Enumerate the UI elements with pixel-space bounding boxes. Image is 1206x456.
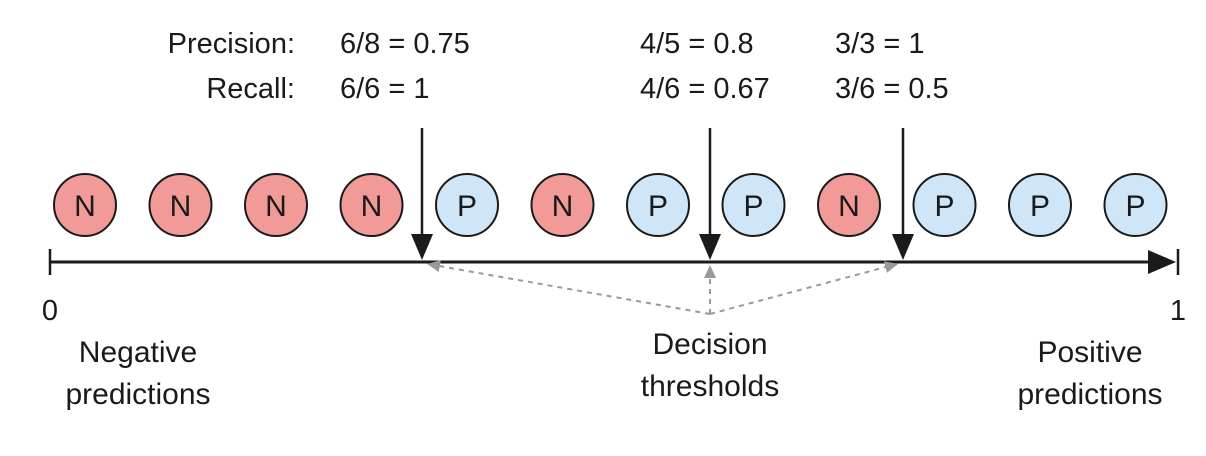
prediction-label: P [648,190,668,223]
prediction-circle [339,173,404,237]
axis-max-label: 1 [1170,295,1186,327]
negative-prediction: N [244,173,308,237]
prediction-label: P [1030,190,1050,223]
prediction-circle [1103,173,1168,237]
prediction-circle [244,173,308,237]
prediction-label: N [74,190,96,223]
threshold-3-recall: 3/6 = 0.5 [835,73,949,105]
prediction-circle [435,173,499,237]
threshold-1-recall: 6/6 = 1 [340,73,430,105]
positive-caption-line2: predictions [1017,378,1162,411]
negative-prediction: N [148,173,213,237]
recall-row-label: Recall: [206,73,295,105]
pointer-to-threshold-1 [427,260,711,315]
positive-prediction: P [721,173,786,237]
prediction-circle [626,173,690,237]
prediction-circle [817,173,881,237]
negative-prediction: N [817,173,881,237]
negative-prediction: N [53,173,117,237]
positive-prediction: P [626,173,690,237]
prediction-label: N [265,190,287,223]
prediction-circle [721,173,786,237]
threshold-3-precision: 3/3 = 1 [835,28,925,60]
positive-prediction: P [1103,173,1168,237]
prediction-label: P [1125,190,1145,223]
axis-min-label: 0 [42,295,58,327]
negative-prediction: N [339,173,404,237]
threshold-pointers [427,260,898,315]
prediction-label: N [170,190,192,223]
negative-caption-line2: predictions [65,378,210,411]
prediction-circle [912,173,977,237]
pointer-to-threshold-3 [709,261,898,315]
threshold-2-precision: 4/5 = 0.8 [640,28,754,60]
thresholds-caption-line2: thresholds [641,370,779,403]
positive-prediction: P [435,173,499,237]
axis-arrowhead [1148,250,1176,274]
threshold-2-arrowhead [699,234,721,260]
prediction-circle [530,173,595,237]
prediction-label: N [361,190,383,223]
prediction-label: P [934,190,954,223]
prediction-label: N [838,190,860,223]
prediction-label: P [457,190,477,223]
positive-caption-line1: Positive [1037,336,1142,369]
threshold-1-arrowhead [411,234,433,260]
prediction-circle [1008,173,1072,237]
positive-prediction: P [1008,173,1072,237]
thresholds-caption-line1: Decision [652,328,767,361]
negative-prediction: N [530,173,595,237]
prediction-label: P [743,190,763,223]
positive-prediction: P [912,173,977,237]
threshold-2-recall: 4/6 = 0.67 [640,73,770,105]
prediction-label: N [552,190,574,223]
prediction-circle [53,173,117,237]
threshold-1-precision: 6/8 = 0.75 [340,28,470,60]
threshold-3-arrowhead [892,234,914,260]
negative-caption-line1: Negative [79,336,197,369]
precision-row-label: Precision: [168,28,295,60]
prediction-circle [148,173,213,237]
